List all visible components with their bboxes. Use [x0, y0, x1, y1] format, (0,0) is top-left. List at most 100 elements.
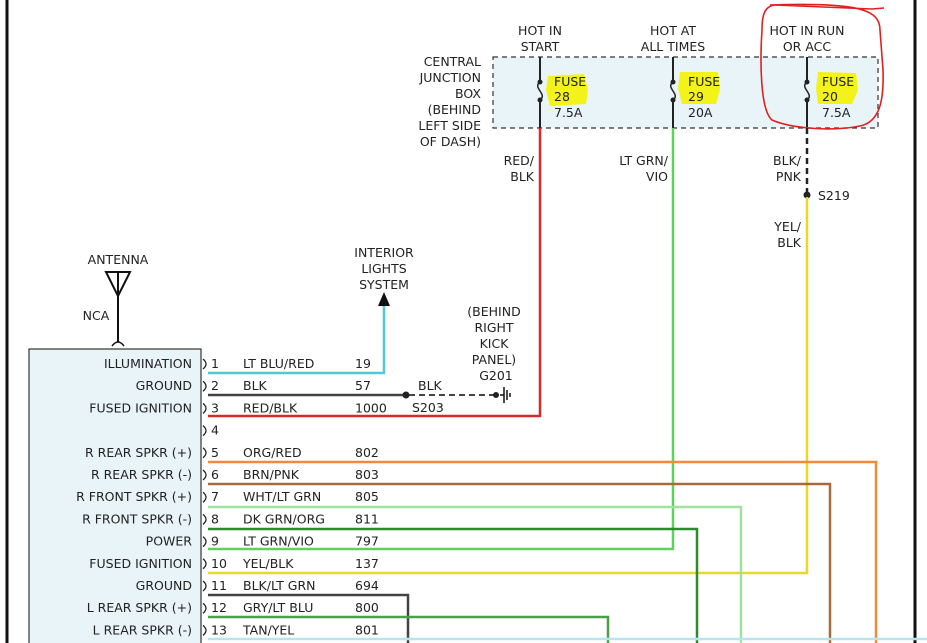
connector-pin — [202, 447, 207, 459]
pin-circuit: 694 — [355, 578, 379, 593]
wire-gnd-11 — [208, 593, 410, 643]
pin-wire-color: RED/BLK — [243, 400, 298, 415]
pin-number: 11 — [211, 578, 227, 593]
wire-red-blk-feed — [208, 128, 542, 418]
fuse-20-name: FUSE — [822, 74, 854, 89]
pin-circuit: 801 — [355, 622, 379, 637]
pin-wire-color: TAN/YEL — [242, 622, 294, 637]
ground-icon — [500, 387, 511, 403]
pin-circuit: 1000 — [355, 400, 387, 415]
fuse-28-name: FUSE — [554, 74, 586, 89]
jb-label-6: OF DASH) — [420, 134, 481, 149]
jb-label-5: LEFT SIDE — [418, 118, 481, 133]
wire-ltgrnvio-1: LT GRN/ — [619, 153, 669, 168]
connector-pin — [202, 469, 207, 481]
s219-splice — [803, 191, 811, 199]
pin-label: GROUND — [136, 378, 192, 393]
wire-blkpnk-1: BLK/ — [773, 153, 802, 168]
fuse-29-name: FUSE — [688, 74, 720, 89]
s219-label: S219 — [818, 188, 850, 203]
pin-number: 10 — [211, 556, 227, 571]
wire-yelblk-1: YEL/ — [773, 219, 801, 234]
pin-label: R REAR SPKR (-) — [91, 467, 192, 482]
pin-circuit: 797 — [355, 534, 379, 549]
pin-number: 13 — [211, 622, 227, 637]
pin-number: 3 — [211, 400, 219, 415]
radio-module — [28, 348, 202, 643]
wire-red-blk-2: BLK — [510, 169, 535, 184]
pin-wire-color: GRY/LT BLU — [243, 600, 313, 615]
pin-circuit: 811 — [355, 511, 379, 526]
fuse-28-num: 28 — [554, 89, 570, 104]
pin-circuit: 805 — [355, 489, 379, 504]
interior-lights-arrow — [378, 292, 390, 306]
s203-label: S203 — [412, 400, 444, 415]
pin-wire-color: BLK — [243, 378, 268, 393]
connector-pin — [202, 402, 207, 414]
pin-wire-color: BLK/LT GRN — [243, 578, 316, 593]
interior-lights-1: INTERIOR — [354, 245, 414, 260]
pin-number: 7 — [211, 489, 219, 504]
ground-loc-4: PANEL) — [472, 352, 516, 367]
antenna-icon — [104, 271, 132, 342]
wire-yelblk-2: BLK — [777, 235, 802, 250]
ground-id: G201 — [479, 368, 513, 383]
wire-ltgrnvio-feed — [208, 128, 675, 551]
hot-in-run-line1: HOT IN RUN — [769, 23, 844, 38]
ground-wire-label: BLK — [418, 378, 443, 393]
jb-label-1: CENTRAL — [424, 54, 481, 69]
fuse-28-highlight — [546, 74, 588, 106]
interior-lights-2: LIGHTS — [361, 261, 406, 276]
pin-number: 5 — [211, 445, 219, 460]
pin-number: 2 — [211, 378, 219, 393]
pin-wire-color: ORG/RED — [243, 445, 302, 460]
jb-label-4: (BEHIND — [428, 102, 481, 117]
connector-pin — [202, 425, 207, 437]
pin-label: FUSED IGNITION — [89, 556, 192, 571]
wire-r-rear-pos — [208, 460, 878, 643]
pin-wire-color: DK GRN/ORG — [243, 511, 325, 526]
wire-illumination — [208, 306, 386, 375]
wire-r-front-pos — [208, 505, 743, 643]
pin-label: R FRONT SPKR (+) — [76, 489, 192, 504]
pin-label: GROUND — [136, 578, 192, 593]
pin-circuit: 803 — [355, 467, 379, 482]
wire-r-front-neg — [208, 527, 699, 643]
s203-splice — [402, 391, 410, 399]
wire-red-blk-1: RED/ — [504, 153, 535, 168]
pin-label: L REAR SPKR (-) — [93, 622, 192, 637]
hot-in-start-line1: HOT IN — [518, 23, 562, 38]
nca-label: NCA — [83, 308, 110, 323]
pin-label: L REAR SPKR (+) — [87, 600, 192, 615]
hot-in-run-line2: OR ACC — [783, 39, 832, 54]
fuse-20-num: 20 — [822, 89, 838, 104]
connector-pin — [202, 513, 207, 525]
connector-pin — [202, 491, 207, 503]
pin-wire-color: WHT/LT GRN — [243, 489, 321, 504]
pin-label: R REAR SPKR (+) — [85, 445, 192, 460]
pin-circuit: 137 — [355, 556, 379, 571]
connector-pin — [202, 558, 207, 570]
wire-r-rear-neg — [208, 482, 832, 643]
pin-wire-color: LT GRN/VIO — [243, 534, 314, 549]
hot-in-start-line2: START — [521, 39, 560, 54]
pin-number: 8 — [211, 511, 219, 526]
connector-pin — [202, 380, 207, 392]
wire-blkpnk-2: PNK — [776, 169, 802, 184]
pin-wire-color: LT BLU/RED — [243, 356, 314, 371]
ground-loc-1: (BEHIND — [467, 304, 520, 319]
wire-l-rear-pos — [208, 615, 610, 643]
connector-pin — [202, 602, 207, 614]
jb-label-2: JUNCTION — [419, 70, 481, 85]
hot-at-all-times-line2: ALL TIMES — [641, 39, 705, 54]
connector-pin — [202, 536, 207, 548]
jb-label-3: BOX — [455, 86, 481, 101]
pin-number: 4 — [211, 423, 219, 438]
pin-number: 9 — [211, 534, 219, 549]
connector-pin — [202, 358, 207, 370]
red-annotation-circle — [760, 3, 885, 130]
connector-pin — [202, 624, 207, 636]
pin-label: ILLUMINATION — [104, 356, 192, 371]
hot-at-all-times-line1: HOT AT — [650, 23, 696, 38]
